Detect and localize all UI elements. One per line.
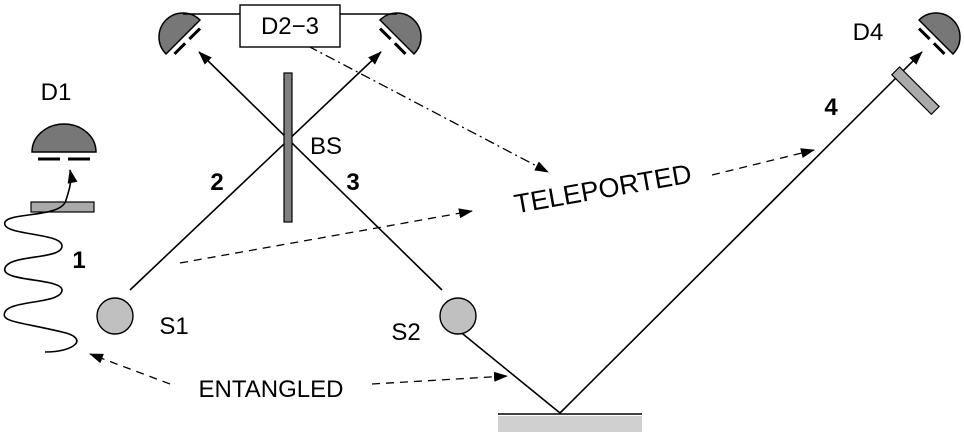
- label-d4: D4: [853, 19, 884, 46]
- entangled-arrow-left: [89, 353, 171, 385]
- label-path-1: 1: [72, 247, 85, 274]
- polarizer-d4: [890, 66, 941, 116]
- source-s2: [439, 297, 477, 335]
- label-d23: D2−3: [261, 13, 319, 40]
- beam-splitter: [283, 72, 293, 223]
- label-path-4: 4: [824, 94, 838, 121]
- label-bs: BS: [310, 133, 342, 160]
- coincidence-box: [239, 4, 341, 48]
- label-d1: D1: [41, 79, 72, 106]
- label-path-2: 2: [210, 169, 223, 196]
- label-s1: S1: [159, 313, 188, 340]
- detector-d3: [378, 12, 422, 56]
- label-path-3: 3: [346, 169, 359, 196]
- label-entangled: ENTANGLED: [199, 376, 344, 403]
- polarizer-d1: [30, 201, 95, 213]
- beam-path-3: [198, 51, 443, 291]
- classical-channel-arrow: [307, 45, 549, 173]
- teleported-arrow-right: [711, 148, 815, 176]
- detector-d1: [31, 123, 97, 161]
- label-s2: S2: [391, 319, 420, 346]
- teleported-arrow-left: [179, 208, 473, 264]
- detector-d2: [158, 12, 202, 56]
- beam-path-s2-mirror: [457, 329, 561, 414]
- entangled-arrow-right: [371, 371, 508, 385]
- beam-path-2: [129, 51, 382, 291]
- fiber-coil: [3, 169, 78, 353]
- source-s1: [96, 297, 134, 335]
- detector-d4: [917, 12, 961, 56]
- mirror-plate: [498, 416, 642, 432]
- beam-path-4: [559, 51, 923, 414]
